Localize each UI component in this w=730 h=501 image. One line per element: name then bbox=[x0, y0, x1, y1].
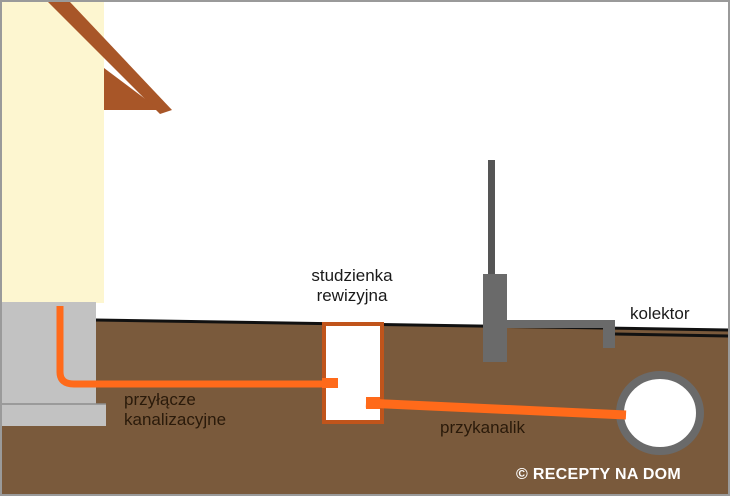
foundation-footing bbox=[2, 404, 106, 426]
label-lateral: przykanalik bbox=[440, 418, 526, 437]
collector-pipe-section bbox=[616, 371, 704, 455]
inspection-manhole bbox=[322, 322, 384, 424]
roof bbox=[48, 2, 172, 114]
manhole-inlet bbox=[322, 378, 338, 388]
label-house-connection-line2: kanalizacyjne bbox=[124, 410, 227, 429]
label-inspection-manhole-line1: studzienka bbox=[311, 266, 393, 285]
vent-housing bbox=[483, 274, 507, 362]
vent-pipe bbox=[488, 160, 495, 275]
manhole-outlet bbox=[366, 397, 380, 409]
watermark: © RECEPTY NA DOM bbox=[516, 466, 682, 483]
foundation bbox=[2, 302, 96, 404]
collector-surface-line bbox=[614, 332, 729, 338]
label-inspection-manhole-line2: rewizyjna bbox=[316, 286, 388, 305]
collector-connector bbox=[507, 320, 607, 328]
label-house-connection-line1: przyłącze bbox=[124, 390, 196, 409]
ground-line bbox=[94, 318, 729, 332]
house-wall bbox=[2, 2, 104, 302]
label-collector: kolektor bbox=[630, 304, 690, 323]
house-connection-pipe bbox=[56, 306, 334, 388]
lateral-pipe bbox=[365, 398, 627, 420]
roof-gable bbox=[104, 68, 160, 110]
label-inspection-manhole: studzienka rewizyjna bbox=[300, 266, 404, 306]
collector-drop bbox=[603, 320, 615, 348]
house-wall-edge bbox=[96, 285, 104, 303]
label-house-connection: przyłącze kanalizacyjne bbox=[124, 390, 226, 430]
